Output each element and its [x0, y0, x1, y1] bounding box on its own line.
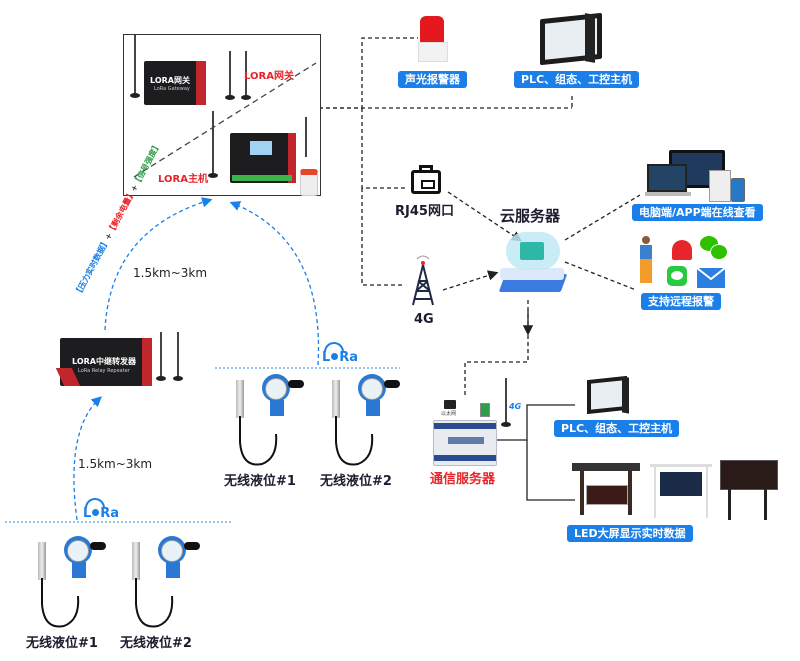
distance-label-lower: 1.5km~3km	[78, 457, 153, 471]
cable-icon	[41, 578, 80, 628]
plc-label-lower: PLC、组态、工控主机	[554, 420, 680, 437]
antenna-icon	[505, 378, 507, 422]
remote-alarm-label: 支持远程报警	[641, 293, 721, 310]
arc-right-sensors-to-gateway	[229, 201, 320, 366]
lora-host-label: LORA主机	[158, 174, 208, 185]
probe-icon	[332, 380, 340, 418]
led-signboard-icon	[720, 460, 778, 520]
wechat-icon	[700, 236, 728, 260]
led-display-label: LED大屏显示实时数据	[567, 525, 693, 542]
cable-icon	[239, 416, 278, 466]
antenna-icon	[305, 117, 307, 157]
line-comm-to-led	[526, 440, 575, 501]
ethernet-label: 以太网	[441, 411, 457, 417]
line-cloud-to-alarm	[564, 261, 637, 291]
sim-card-icon	[480, 403, 490, 417]
probe-icon	[132, 542, 140, 580]
sensor-label: 无线液位#1	[26, 636, 98, 651]
cloud-server-title: 云服务器	[500, 207, 561, 225]
antenna-icon	[160, 332, 162, 378]
comm-server-device	[433, 420, 497, 466]
plc-label-top: PLC、组态、工控主机	[514, 71, 640, 88]
alarm-light-icon	[418, 16, 448, 64]
lora-gateway-label: LORA网关	[244, 71, 294, 82]
line-to-rj45	[361, 108, 405, 189]
email-icon	[696, 267, 726, 288]
sensor-label: 无线液位#2	[120, 636, 192, 651]
line-cloud-to-online	[564, 194, 641, 241]
industrial-monitor-icon-lower	[587, 375, 627, 415]
lcd-display	[361, 378, 383, 400]
lcd-display	[265, 378, 287, 400]
lcd-display	[161, 540, 183, 562]
lora-repeater-device: LORA中继转发器 LoRa Relay Repeater	[55, 338, 152, 386]
led-kiosk-icon	[572, 463, 640, 515]
comm-server-label: 通信服务器	[430, 472, 496, 487]
led-stand-screen-icon	[650, 460, 712, 518]
cloud-server-icon	[498, 228, 568, 296]
lcd-screen	[250, 141, 272, 155]
lora-gateway-panel: LORA网关 LoRa Gateway LORA网关 LORA主机	[123, 34, 321, 196]
antenna-icon	[229, 51, 231, 95]
cable-icon	[135, 578, 174, 628]
lora-host-device	[230, 133, 296, 183]
sensor-label: 无线液位#1	[224, 474, 296, 489]
antenna-icon	[212, 111, 214, 173]
probe-icon	[38, 542, 46, 580]
distance-label-upper: 1.5km~3km	[133, 266, 208, 280]
antenna-stub	[184, 542, 200, 550]
ethernet-port-icon	[444, 400, 456, 409]
alarm-siren-icon	[672, 240, 692, 260]
cell-tower-icon	[412, 255, 434, 306]
antenna-icon	[177, 332, 179, 378]
rj45-port-icon	[411, 170, 441, 194]
antenna-stub	[90, 542, 106, 550]
sensor-label: 无线液位#2	[320, 474, 392, 489]
lcd-display	[67, 540, 89, 562]
rj45-label: RJ45网口	[395, 204, 454, 219]
line-rj45-to-cloud	[447, 191, 523, 242]
alarm-label: 声光报警器	[398, 71, 467, 88]
antenna-stub	[288, 380, 304, 388]
antenna-stub	[384, 380, 400, 388]
person-icon	[636, 236, 658, 286]
diagonal-divider	[133, 62, 317, 178]
multi-device-icon	[645, 150, 755, 206]
antenna-icon	[134, 35, 136, 93]
cellular-4g-label: 4G	[414, 312, 434, 327]
alarm-beacon-icon	[300, 169, 318, 196]
line-4g-to-cloud	[442, 270, 499, 291]
sms-message-icon	[667, 266, 687, 286]
line-comm-to-plc	[490, 404, 575, 441]
line-cloud-to-comm	[464, 300, 529, 398]
cellular-4g-badge: 4G	[509, 402, 522, 411]
arc-repeater-to-gateway	[104, 197, 213, 331]
lora-gateway-device: LORA网关 LoRa Gateway	[144, 61, 206, 105]
online-view-label: 电脑端/APP端在线查看	[632, 204, 763, 221]
antenna-icon	[245, 51, 247, 95]
probe-icon	[236, 380, 244, 418]
cable-icon	[335, 416, 374, 466]
